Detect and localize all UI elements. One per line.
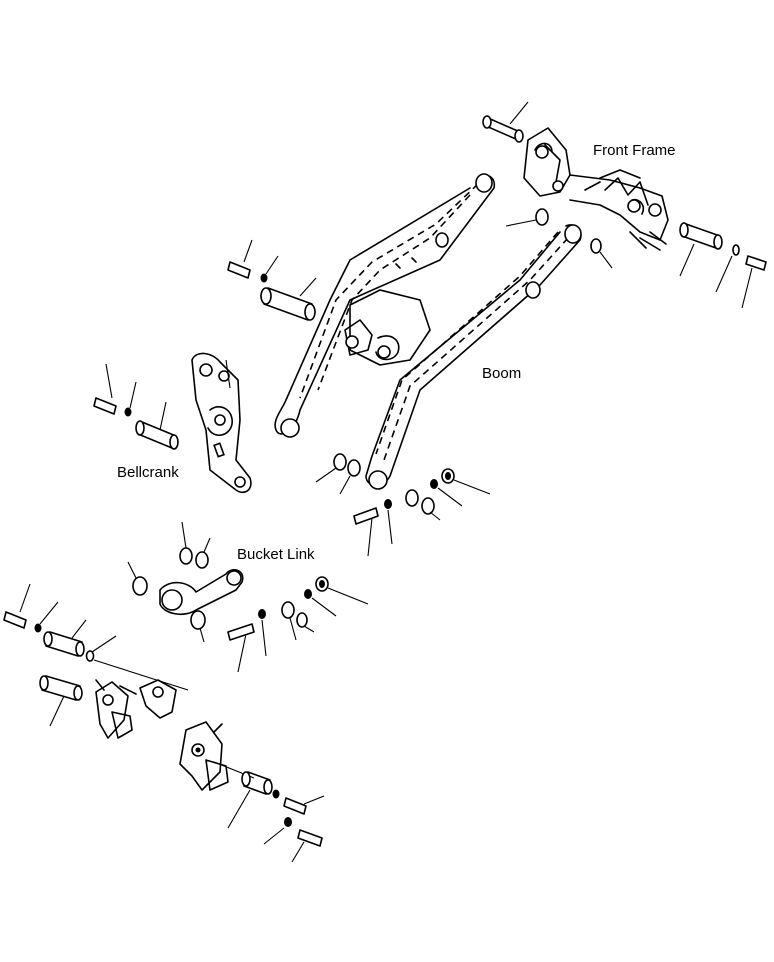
washer-icon [590, 238, 602, 254]
pin-icon [43, 619, 87, 657]
washer-icon [347, 459, 361, 477]
washer-icon [195, 551, 209, 569]
washer-icon [281, 601, 295, 619]
pin-icon [679, 222, 723, 277]
washer-icon [535, 208, 549, 226]
bellcrank-part-icon [191, 352, 252, 494]
washer-icon [190, 610, 206, 630]
washer-icon [405, 489, 419, 507]
bolt-icon [741, 255, 767, 309]
bolt-icon [227, 239, 253, 279]
washer-icon [732, 244, 740, 256]
boom-part-icon [274, 173, 582, 490]
washer-icon [384, 499, 392, 509]
bolt-icon [283, 795, 325, 815]
bolt-icon [227, 623, 255, 673]
bucket-link-label: Bucket Link [237, 546, 315, 563]
boom-label: Boom [482, 365, 521, 382]
bolt-icon [93, 363, 117, 415]
front-frame-part-icon [523, 127, 669, 251]
bellcrank-label: Bellcrank [117, 464, 179, 481]
pin-icon [135, 401, 179, 450]
washer-icon [132, 576, 148, 596]
front-frame-label: Front Frame [593, 142, 676, 159]
bucket-link-part-icon [159, 569, 244, 616]
bucket-bracket-icon [179, 721, 229, 791]
bucket-bracket-icon [95, 679, 177, 739]
bushing-icon [441, 468, 491, 495]
washer-icon [124, 407, 132, 417]
washer-icon [296, 612, 308, 628]
washer-icon [430, 479, 438, 489]
pin-icon [227, 771, 273, 829]
washer-icon [260, 273, 268, 283]
washer-icon [179, 547, 193, 565]
pin-icon [482, 101, 529, 143]
washer-icon [421, 497, 435, 515]
washer-icon [284, 817, 292, 827]
washer-icon [272, 789, 280, 799]
washer-icon [34, 623, 42, 633]
washer-icon [258, 609, 266, 619]
bolt-icon [291, 829, 323, 863]
pin-icon [260, 277, 317, 321]
bolt-icon [353, 507, 379, 557]
bolt-icon [3, 583, 31, 629]
washer-icon [304, 589, 312, 599]
pin-icon [39, 675, 83, 727]
washer-icon [333, 453, 347, 471]
bushing-icon [315, 576, 369, 605]
washer-icon [85, 650, 95, 662]
